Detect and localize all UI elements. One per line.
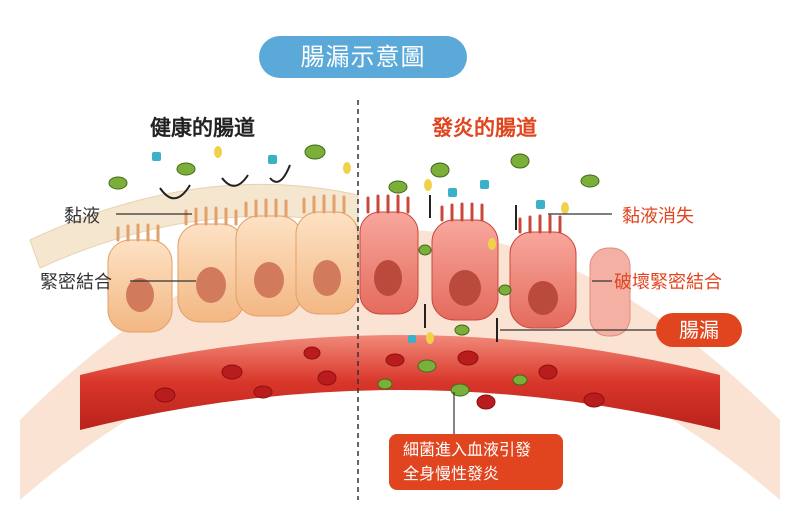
inflammation-callout: 細菌進入血液引發 全身慢性發炎 bbox=[389, 434, 563, 490]
page-title: 腸漏示意圖 bbox=[259, 36, 467, 78]
red-blood-cells bbox=[154, 346, 605, 410]
blood-vessel bbox=[80, 335, 720, 430]
inflamed-cells bbox=[359, 194, 631, 337]
callout-line-1: 細菌進入血液引發 bbox=[403, 440, 532, 459]
label-junction-broken: 破壞緊密結合 bbox=[614, 272, 722, 293]
label-mucus: 黏液 bbox=[64, 206, 100, 227]
leader-lines bbox=[116, 213, 656, 434]
bounce-arrows bbox=[159, 164, 291, 200]
inflamed-heading: 發炎的腸道 bbox=[432, 116, 537, 140]
callout-line-2: 全身慢性發炎 bbox=[403, 464, 500, 483]
leak-arrows bbox=[424, 195, 517, 342]
label-tight-junction: 緊密結合 bbox=[40, 272, 112, 293]
healthy-cells bbox=[107, 194, 359, 333]
healthy-heading: 健康的腸道 bbox=[150, 116, 255, 140]
particles bbox=[152, 152, 545, 343]
bacteria-in-blood bbox=[377, 359, 528, 397]
lumen-bacteria bbox=[108, 144, 600, 336]
label-mucus-lost: 黏液消失 bbox=[622, 206, 694, 227]
leaky-gut-badge: 腸漏 bbox=[656, 313, 742, 347]
yellow-particles bbox=[214, 146, 569, 344]
